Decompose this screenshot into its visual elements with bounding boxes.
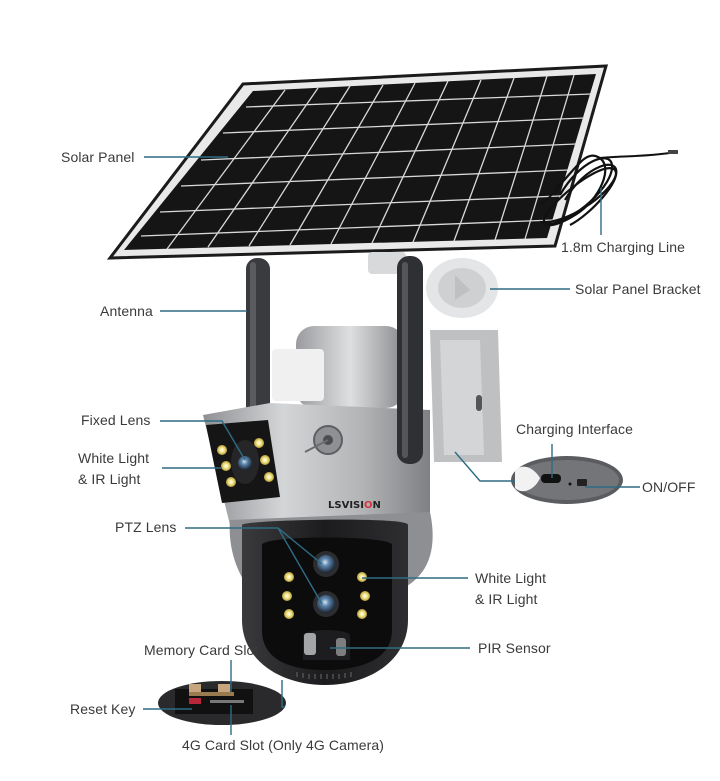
label-white-ir-light-left-line2: & IR Light	[78, 471, 141, 487]
label-white-ir-light-right-line2: & IR Light	[475, 591, 538, 607]
label-charging-line: 1.8m Charging Line	[561, 239, 685, 255]
label-white-ir-light-left: White Light & IR Light	[78, 448, 149, 490]
solar-panel-bracket	[368, 252, 498, 318]
label-white-ir-light-left-line1: White Light	[78, 450, 150, 466]
antenna-right	[397, 256, 423, 464]
label-4g-card-slot: 4G Card Slot (Only 4G Camera)	[182, 737, 385, 753]
label-white-ir-light-right: White Light & IR Light	[475, 568, 546, 610]
charging-cable	[539, 150, 678, 227]
label-white-ir-light-right-line1: White Light	[475, 570, 547, 586]
label-antenna: Antenna	[100, 303, 153, 319]
label-charging-interface: Charging Interface	[516, 421, 633, 437]
label-ptz-lens: PTZ Lens	[115, 519, 177, 535]
brand-logo: LSVISION	[328, 500, 381, 511]
label-solar-panel: Solar Panel	[61, 149, 135, 165]
label-memory-card-slot: Memory Card Slot	[144, 642, 259, 658]
label-fixed-lens: Fixed Lens	[81, 412, 151, 428]
charging-interface-inset	[511, 456, 623, 504]
card-slot-inset	[158, 681, 286, 725]
leader-lines	[143, 156, 640, 735]
label-solar-panel-bracket: Solar Panel Bracket	[575, 281, 701, 297]
antenna	[246, 258, 270, 428]
label-reset-key: Reset Key	[70, 701, 136, 717]
label-on-off: ON/OFF	[642, 479, 696, 495]
camera-top-housing	[272, 326, 502, 462]
label-pir-sensor: PIR Sensor	[478, 640, 551, 656]
ptz-dome	[241, 519, 409, 685]
solar-panel	[106, 64, 609, 260]
